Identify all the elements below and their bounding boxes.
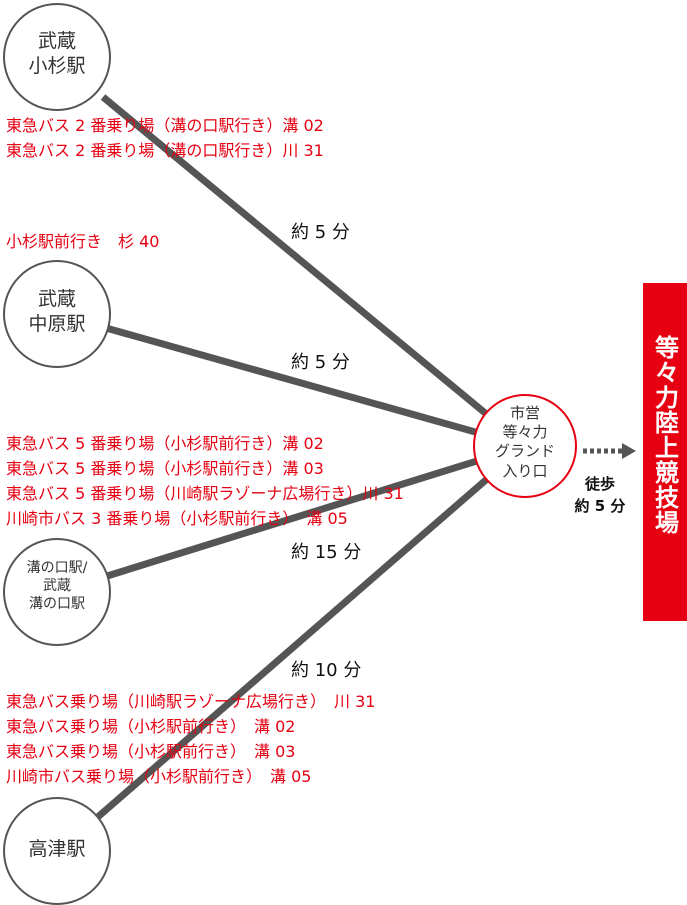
- station-takatsu: 高津駅: [28, 838, 86, 860]
- route-item: 東急バス 5 番乗り場（小杉駅前行き）溝 03: [6, 459, 324, 478]
- line-takatsu-to-hub: [89, 443, 528, 825]
- arrowhead-icon: [622, 443, 636, 459]
- route-item: 東急バス乗り場（小杉駅前行き） 溝 02: [6, 717, 296, 736]
- line-nakahara-to-hub: [105, 324, 526, 450]
- station-circle-musashi-kosugi: [3, 3, 111, 111]
- line-kosugi-to-hub: [100, 94, 528, 449]
- duration-kosugi: 約 5 分: [291, 222, 350, 243]
- station-musashi-kosugi: 武蔵 小杉駅: [28, 30, 86, 77]
- station-mizonokuchi: 溝の口駅/ 武蔵 溝の口駅: [26, 560, 88, 613]
- station-circle-takatsu: [3, 797, 111, 905]
- station-musashi-nakahara: 武蔵 中原駅: [28, 288, 86, 335]
- route-list-nakahara: 小杉駅前行き 杉 40: [6, 229, 159, 254]
- destination-banner: 等々力陸上競技場: [643, 283, 687, 621]
- route-item: 東急バス 2 番乗り場（溝の口駅行き）川 31: [6, 141, 324, 160]
- duration-nakahara: 約 5 分: [291, 352, 350, 373]
- route-item: 東急バス 2 番乗り場（溝の口駅行き）溝 02: [6, 116, 324, 135]
- route-list-kosugi: 東急バス 2 番乗り場（溝の口駅行き）溝 02 東急バス 2 番乗り場（溝の口駅…: [6, 113, 324, 163]
- route-item: 東急バス 5 番乗り場（川崎駅ラゾーナ広場行き）川 31: [6, 484, 404, 503]
- walk-time-label: 徒歩 約 5 分: [574, 475, 626, 515]
- route-item: 川崎市バス乗り場（小杉駅前行き） 溝 05: [6, 767, 312, 786]
- hub-circle: [473, 394, 577, 498]
- station-circle-mizonokuchi: [3, 538, 111, 646]
- hub-station-label: 市営 等々力 グランド 入り口: [494, 404, 555, 480]
- route-list-takatsu: 東急バス乗り場（川崎駅ラゾーナ広場行き） 川 31 東急バス乗り場（小杉駅前行き…: [6, 689, 375, 789]
- duration-takatsu: 約 10 分: [291, 660, 362, 681]
- station-circle-musashi-nakahara: [3, 260, 111, 368]
- route-item: 東急バス 5 番乗り場（小杉駅前行き）溝 02: [6, 434, 324, 453]
- route-item: 東急バス乗り場（小杉駅前行き） 溝 03: [6, 742, 296, 761]
- duration-mizonokuchi: 約 15 分: [291, 542, 362, 563]
- destination-label: 等々力陸上競技場: [650, 335, 679, 535]
- route-item: 川崎市バス 3 番乗り場（小杉駅前行き） 溝 05: [6, 509, 348, 528]
- route-list-mizonokuchi: 東急バス 5 番乗り場（小杉駅前行き）溝 02 東急バス 5 番乗り場（小杉駅前…: [6, 431, 404, 531]
- route-item: 小杉駅前行き 杉 40: [6, 232, 160, 251]
- line-mizonokuchi-to-hub: [102, 442, 527, 581]
- route-item: 東急バス乗り場（川崎駅ラゾーナ広場行き） 川 31: [6, 692, 376, 711]
